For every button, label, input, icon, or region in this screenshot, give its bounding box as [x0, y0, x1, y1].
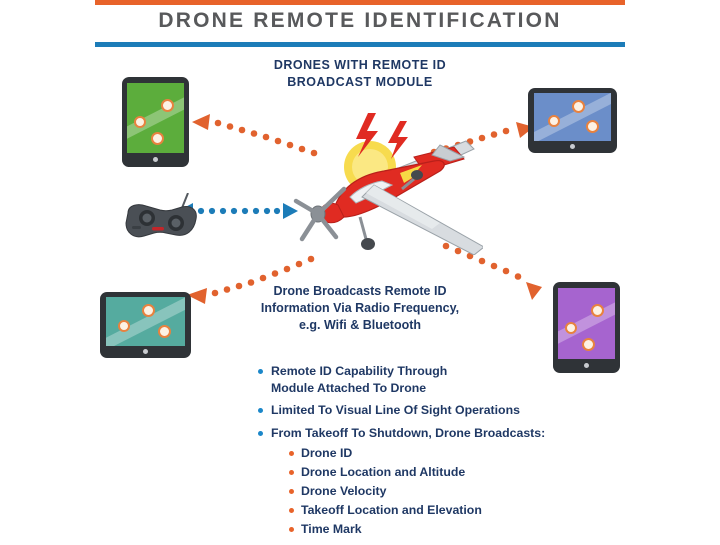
screen-glare — [534, 93, 611, 141]
header-rule-top — [95, 0, 625, 5]
lightning-bolts — [356, 113, 408, 159]
broadcast-arrow-lower-right — [442, 242, 542, 300]
home-button-icon[interactable] — [143, 349, 148, 354]
detected-drone-blip — [572, 100, 585, 113]
remote-controller[interactable] — [118, 193, 202, 249]
tablet-blue-landscape[interactable] — [528, 88, 617, 153]
sub-list-item-label: Takeoff Location and Elevation — [301, 503, 482, 517]
tablet-teal-landscape[interactable] — [100, 292, 191, 358]
detected-drone-blip — [591, 304, 604, 317]
subtitle-line-1: DRONES WITH REMOTE ID — [273, 58, 447, 72]
sub-bullet-dot-icon — [289, 451, 294, 456]
broadcast-arrow-lower-left — [187, 255, 315, 304]
home-button-icon[interactable] — [584, 363, 589, 368]
sub-list-item: Drone ID — [289, 444, 678, 463]
sub-list-item-label: Drone Location and Altitude — [301, 465, 466, 479]
list-item-label: Limited To Visual Line Of Sight Operatio… — [271, 403, 520, 417]
detected-drone-blip — [118, 320, 130, 332]
detected-drone-blip — [158, 325, 171, 338]
sub-bullet-dot-icon — [289, 527, 294, 532]
sub-list-item: Time Mark — [289, 520, 678, 539]
sub-list-item: Drone Velocity — [289, 482, 678, 501]
sub-bullet-dot-icon — [289, 489, 294, 494]
sub-list-item-label: Drone ID — [301, 446, 353, 460]
broadcast-arrow-upper-left — [192, 114, 318, 157]
broadcast-line-3: e.g. Wifi & Bluetooth — [298, 318, 422, 332]
broadcast-description: Drone Broadcasts Remote ID Information V… — [215, 283, 505, 334]
controller-button — [152, 227, 164, 231]
sub-list-item: Drone Location and Altitude — [289, 463, 678, 482]
sub-bullet-dot-icon — [289, 508, 294, 513]
controller-grip — [132, 226, 141, 229]
sub-list-item-label: Time Mark — [301, 522, 362, 536]
detected-drone-blip — [548, 115, 560, 127]
detected-drone-blip — [586, 120, 599, 133]
broadcast-data-list: Drone ID Drone Location and Altitude Dro… — [271, 444, 678, 539]
sub-list-item: Takeoff Location and Elevation — [289, 501, 678, 520]
tablet-purple-screen — [558, 288, 615, 359]
subtitle: DRONES WITH REMOTE ID BROADCAST MODULE — [200, 57, 520, 91]
header-rule-bottom — [95, 42, 625, 47]
controller-body — [125, 204, 197, 238]
broadcast-line-1: Drone Broadcasts Remote ID — [273, 284, 447, 298]
sub-bullet-dot-icon — [289, 470, 294, 475]
detected-drone-blip — [151, 132, 164, 145]
list-item-label: Remote ID Capability Through Module Atta… — [271, 364, 448, 395]
detected-drone-blip — [565, 322, 577, 334]
tablet-purple-portrait[interactable] — [553, 282, 620, 373]
list-item-label: From Takeoff To Shutdown, Drone Broadcas… — [271, 425, 546, 440]
list-item: Limited To Visual Line Of Sight Operatio… — [258, 402, 678, 419]
bullet-dot-icon — [258, 408, 263, 413]
subtitle-line-2: BROADCAST MODULE — [287, 75, 433, 89]
tablet-green-screen — [127, 83, 184, 153]
tablet-teal-screen — [106, 297, 185, 346]
detected-drone-blip — [161, 99, 174, 112]
tablet-green-portrait[interactable] — [122, 77, 189, 167]
bullet-dot-icon — [258, 369, 263, 374]
detected-drone-blip — [582, 338, 595, 351]
page-title: DRONE REMOTE IDENTIFICATION — [158, 9, 562, 32]
detected-drone-blip — [134, 116, 146, 128]
list-item: Remote ID Capability Through Module Atta… — [258, 363, 476, 396]
list-item: From Takeoff To Shutdown, Drone Broadcas… — [258, 425, 678, 540]
sub-list-item-label: Drone Velocity — [301, 484, 387, 498]
broadcast-line-2: Information Via Radio Frequency, — [260, 301, 460, 315]
home-button-icon[interactable] — [570, 144, 575, 149]
home-button-icon[interactable] — [153, 157, 158, 162]
requirements-list: Remote ID Capability Through Module Atta… — [258, 363, 678, 539]
bullet-dot-icon — [258, 430, 263, 436]
red-airplane — [293, 113, 483, 255]
detected-drone-blip — [142, 304, 155, 317]
tablet-blue-screen — [534, 93, 611, 141]
